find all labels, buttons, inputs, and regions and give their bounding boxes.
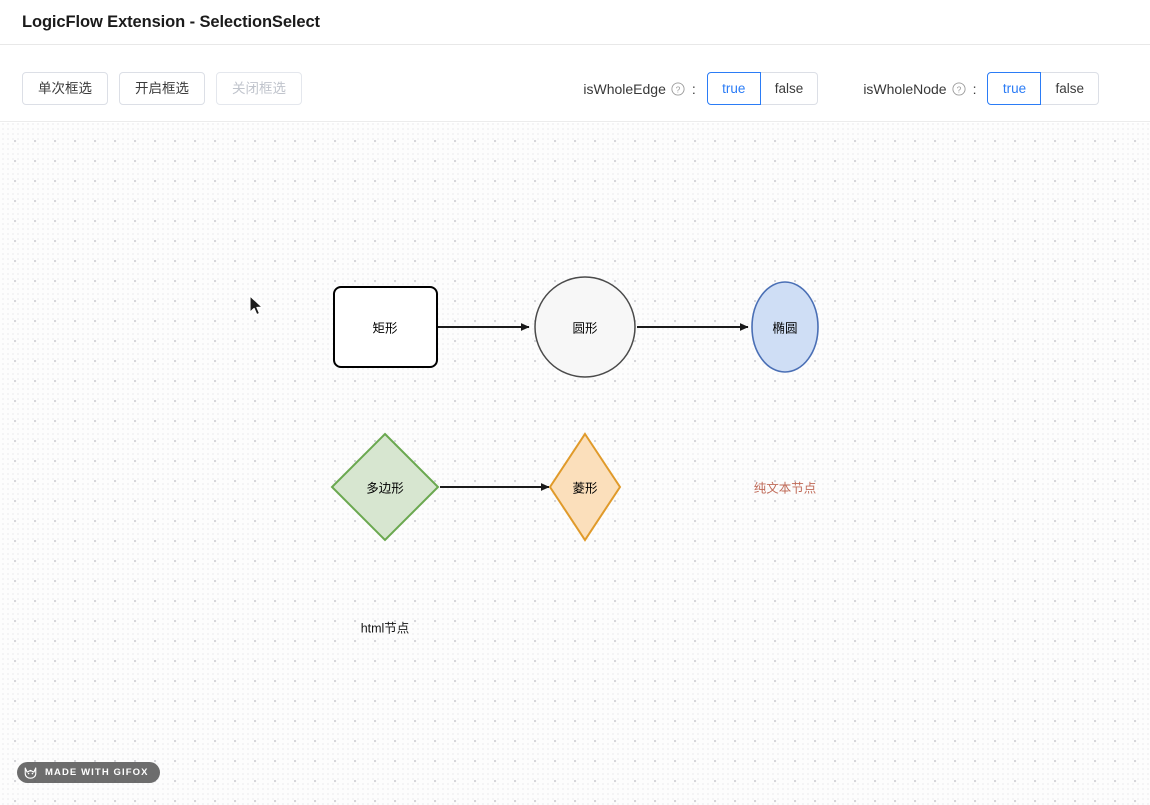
is-whole-edge-text: isWholeEdge — [583, 80, 666, 97]
disable-selection-button[interactable]: 关闭框选 — [216, 72, 302, 105]
svg-text:?: ? — [956, 84, 961, 94]
toolbar: 单次框选 开启框选 关闭框选 isWholeEdge ? : — [0, 45, 1150, 122]
logicflow-canvas[interactable]: 矩形 圆形 椭圆 多边形 菱形 纯文本节点 html节点 MADE WITH G… — [0, 123, 1150, 805]
is-whole-node-colon: : — [972, 80, 977, 97]
enable-selection-button[interactable]: 开启框选 — [119, 72, 205, 105]
gifox-watermark-badge: MADE WITH GIFOX — [17, 762, 160, 783]
node-circle[interactable] — [534, 276, 636, 378]
is-whole-node-segmented-control: true false — [987, 72, 1099, 105]
node-ellipse[interactable] — [751, 281, 819, 373]
single-selection-button[interactable]: 单次框选 — [22, 72, 108, 105]
graph-svg — [330, 276, 819, 542]
fox-logo-icon — [23, 765, 38, 780]
is-whole-edge-colon: : — [691, 80, 696, 97]
is-whole-edge-true-button[interactable]: true — [706, 72, 761, 105]
node-diamond[interactable] — [548, 432, 622, 542]
gifox-watermark-text: MADE WITH GIFOX — [45, 766, 149, 778]
is-whole-edge-segmented-control: true false — [706, 72, 819, 105]
option-is-whole-edge: isWholeEdge ? : true false — [583, 72, 819, 105]
option-is-whole-node: isWholeNode ? : true false — [863, 72, 1099, 105]
toolbar-options: isWholeEdge ? : true false — [583, 72, 1099, 105]
is-whole-edge-false-button[interactable]: false — [760, 72, 819, 105]
question-circle-icon[interactable]: ? — [671, 81, 685, 96]
is-whole-edge-label: isWholeEdge ? : — [583, 81, 695, 97]
svg-text:?: ? — [676, 84, 681, 94]
is-whole-node-true-button[interactable]: true — [987, 72, 1042, 105]
is-whole-node-false-button[interactable]: false — [1041, 72, 1099, 105]
node-rect[interactable] — [333, 286, 438, 368]
node-text[interactable]: 纯文本节点 — [753, 481, 817, 496]
node-polygon[interactable] — [330, 432, 440, 542]
question-circle-icon[interactable]: ? — [952, 81, 966, 96]
is-whole-node-label: isWholeNode ? : — [863, 81, 976, 97]
node-html[interactable]: html节点 — [360, 621, 410, 636]
page-header: LogicFlow Extension - SelectionSelect — [0, 0, 1150, 45]
page-title: LogicFlow Extension - SelectionSelect — [22, 12, 320, 31]
toolbar-button-group: 单次框选 开启框选 关闭框选 — [22, 72, 302, 105]
is-whole-node-text: isWholeNode — [863, 80, 947, 97]
